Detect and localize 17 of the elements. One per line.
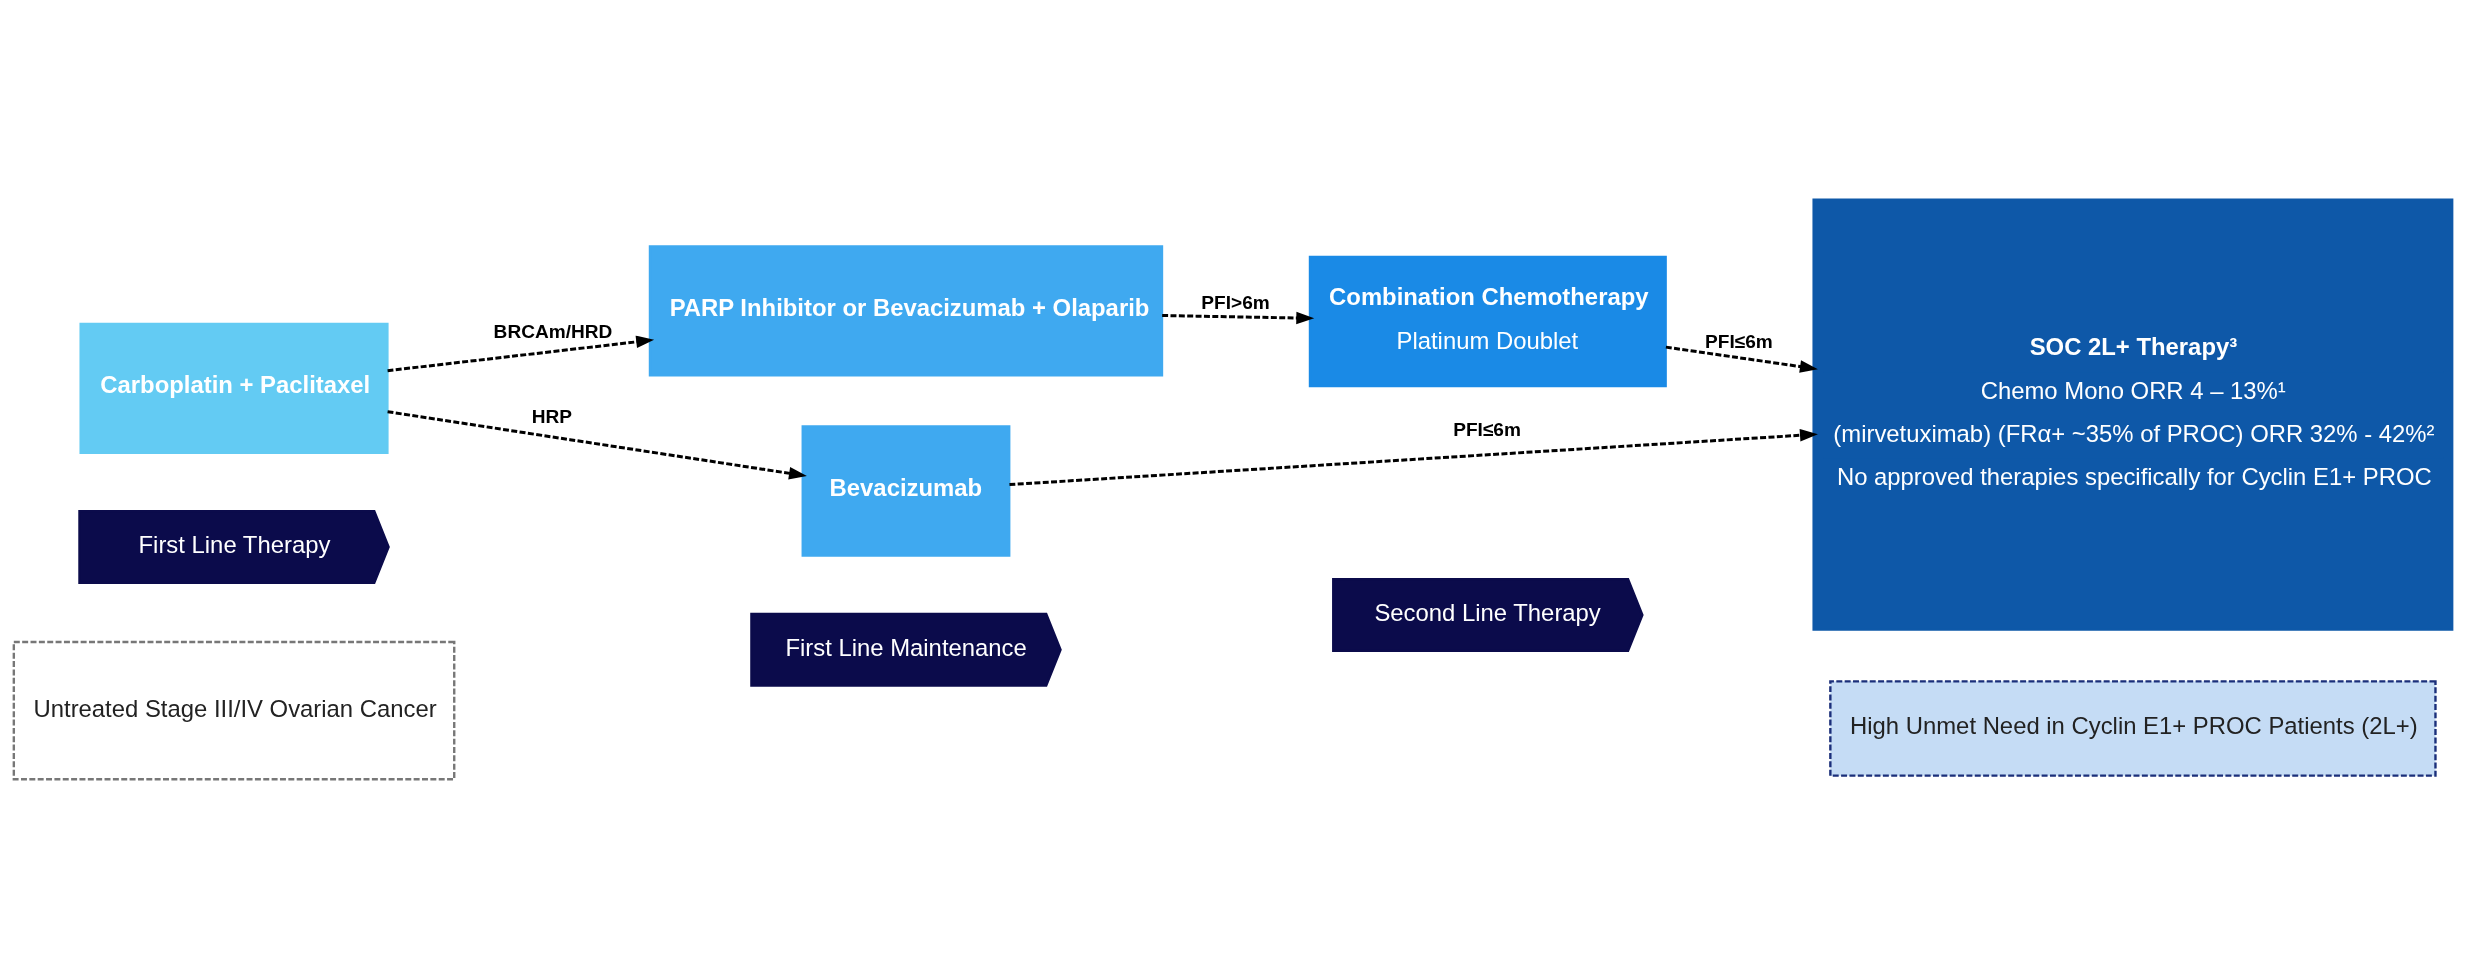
edge-label: BRCAm/HRD: [493, 320, 613, 342]
arrow: [387, 335, 655, 372]
node-box: PARP Inhibitor or Bevacizumab + Olaparib: [648, 244, 1164, 376]
edge-label: HRP: [531, 405, 573, 427]
edge-label: PFI>6m: [1201, 291, 1270, 313]
arrow: [1665, 345, 1818, 373]
arrow: [387, 409, 807, 479]
edge-label: PFI≤6m: [1453, 418, 1521, 440]
node-box: Bevacizumab: [801, 424, 1011, 557]
node-box: Untreated Stage III/IV Ovarian Cancer: [12, 640, 456, 780]
node-box: Combination Chemotherapy Platinum Doublet: [1308, 255, 1667, 387]
node-box: Carboplatin + Paclitaxel: [79, 322, 389, 454]
node-box: SOC 2L+ Therapy³ Chemo Mono ORR 4 – 13%¹ (mirvetuximab) (FRα+ ~35% of PROC) ORR 32% - 42%² No approved therapies specifically for Cyclin E1+ PROC: [1812, 198, 2454, 631]
arrow: [1162, 311, 1315, 324]
edge-label: PFI≤6m: [1705, 330, 1773, 352]
arrow: [1009, 428, 1818, 486]
node-box: High Unmet Need in Cyclin E1+ PROC Patients (2L+): [1829, 679, 2437, 777]
